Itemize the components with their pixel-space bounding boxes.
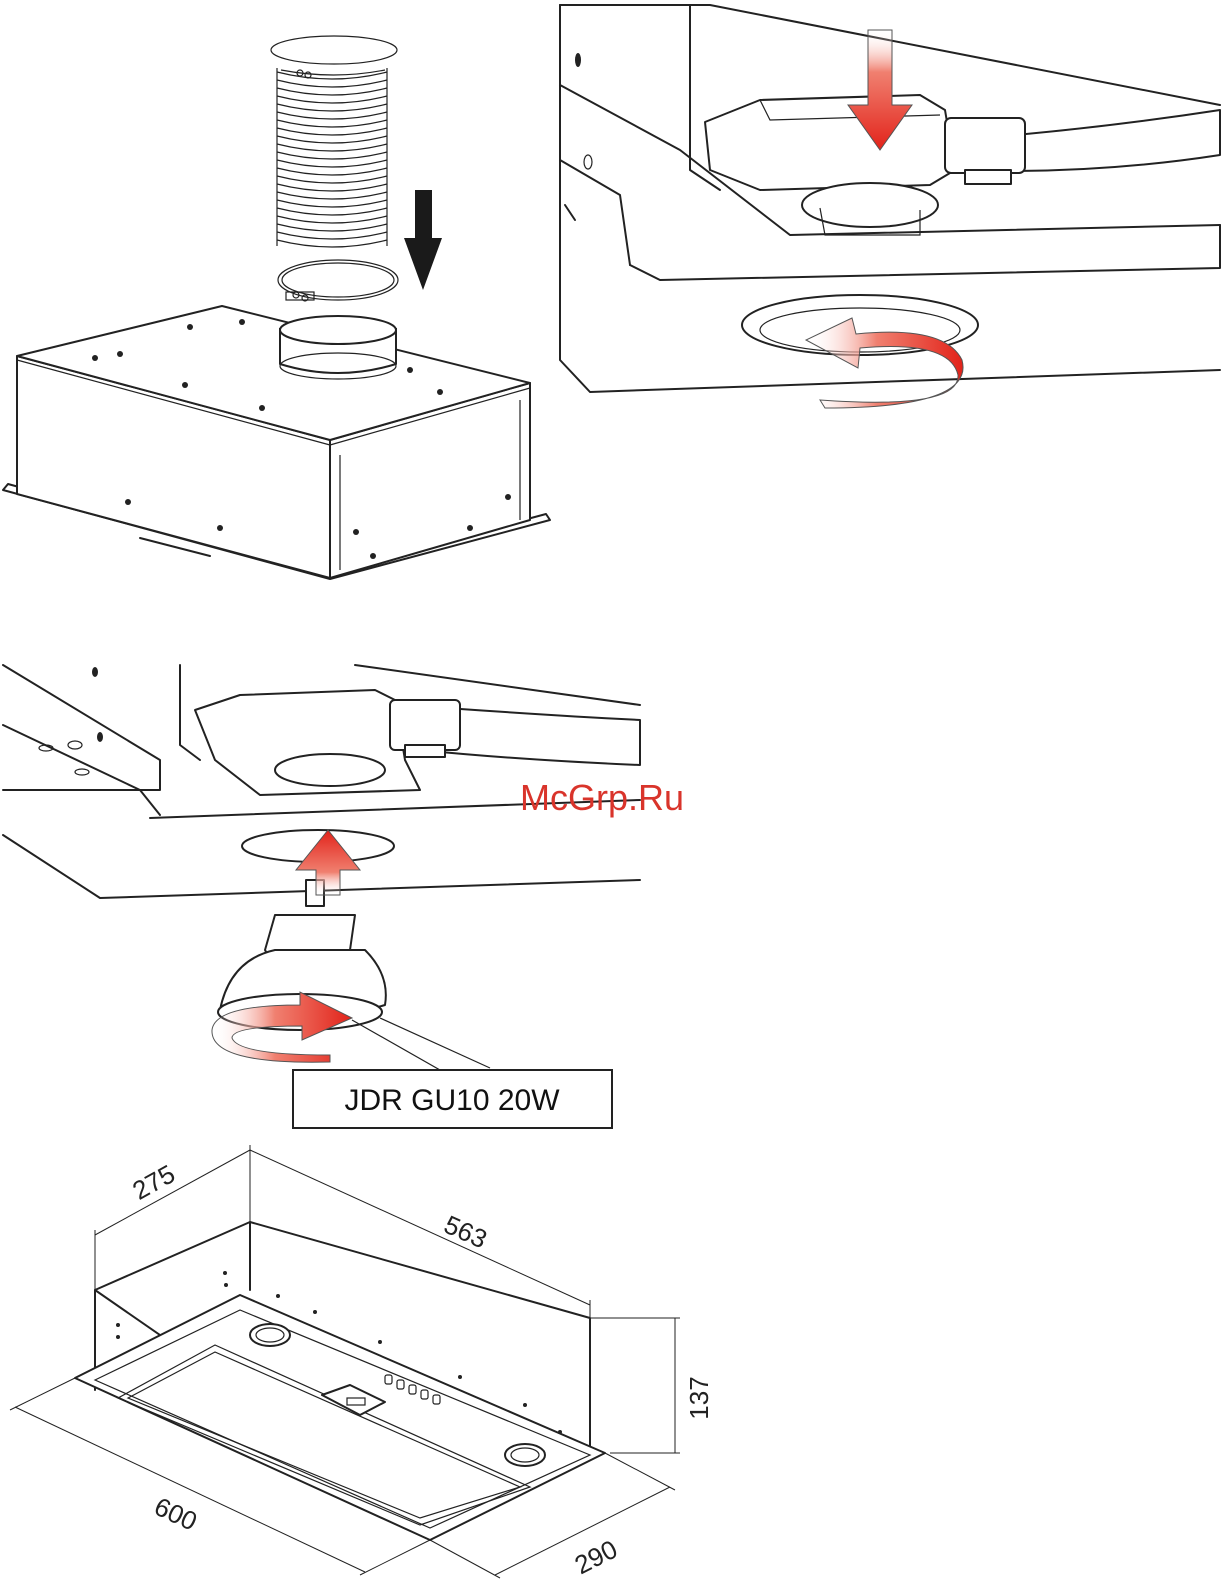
- dim-depth-top: 275: [127, 1158, 179, 1205]
- panel-lamp-replacement: [3, 665, 640, 1070]
- watermark: McGrp.Ru: [520, 777, 684, 818]
- panel-duct-installation: [3, 36, 550, 579]
- clamp-ring: [278, 260, 398, 301]
- hood-body-isometric: [3, 306, 550, 579]
- dim-width: 600: [150, 1491, 202, 1537]
- lamp-spec-text: JDR GU10 20W: [344, 1084, 560, 1117]
- lamp-spec-label: JDR GU10 20W: [293, 1070, 612, 1128]
- dim-height: 137: [684, 1376, 714, 1419]
- down-arrow-icon: [404, 190, 442, 290]
- flexible-duct: [271, 36, 397, 247]
- panel-lamp-cover-removal: [560, 5, 1220, 408]
- panel-dimension-drawing: 275 563 137 600 290: [10, 1145, 714, 1580]
- dim-length-top: 563: [440, 1209, 492, 1254]
- dim-depth-bottom: 290: [570, 1534, 622, 1580]
